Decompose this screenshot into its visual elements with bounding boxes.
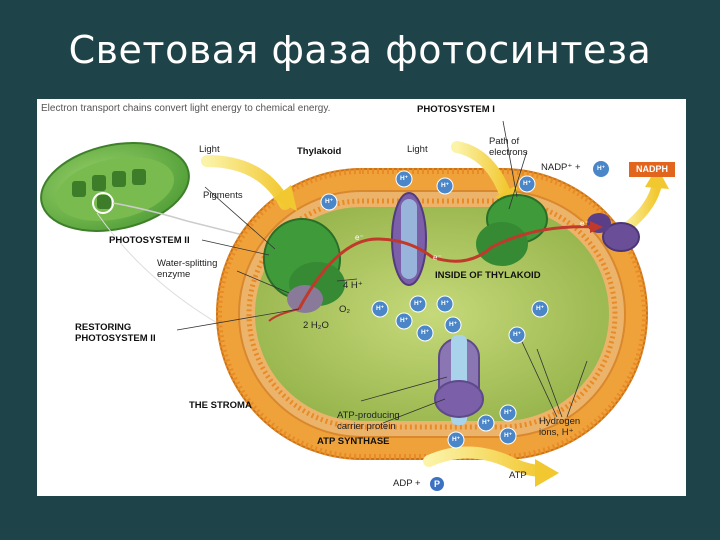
label-nadph: NADPH xyxy=(629,162,675,177)
figure-caption: Electron transport chains convert light … xyxy=(41,103,330,115)
label-restoring-photosystem-ii: RESTORING PHOTOSYSTEM II xyxy=(75,323,156,345)
label-photosystem-ii: PHOTOSYSTEM II xyxy=(109,236,190,247)
label-photosystem-i: PHOTOSYSTEM I xyxy=(417,105,495,116)
photosynthesis-diagram: H⁺ H⁺ H⁺ H⁺ H⁺ H⁺ H⁺ H⁺ H⁺ H⁺ H⁺ H⁺ H⁺ H… xyxy=(37,99,686,496)
label-hydrogen-ions: Hydrogen ions, H⁺ xyxy=(539,417,580,439)
electron-label: e⁻ xyxy=(355,233,364,242)
h-ion-label: H⁺ xyxy=(417,325,433,341)
electron-label: e⁻ xyxy=(580,219,589,228)
light-arrow-left xyxy=(207,161,297,211)
h-ion-label: H⁺ xyxy=(321,194,337,210)
atp-arrow xyxy=(429,453,559,488)
label-o2: O₂ xyxy=(339,305,350,316)
h-ion-label: H⁺ xyxy=(396,313,412,329)
label-inside-thylakoid: INSIDE OF THYLAKOID xyxy=(435,271,541,282)
label-atp-producing-carrier: ATP-producing carrier protein xyxy=(337,411,400,433)
label-atp-synthase: ATP SYNTHASE xyxy=(317,437,390,448)
h-ion-label: H⁺ xyxy=(500,405,516,421)
h-ion-label: H⁺ xyxy=(448,432,464,448)
label-nadp-h: H⁺ xyxy=(593,161,609,177)
label-light-right: Light xyxy=(407,145,428,156)
label-water-splitting-enzyme: Water-splitting enzyme xyxy=(157,259,217,281)
label-adp: ADP + xyxy=(393,479,421,490)
label-4h: 4 H⁺ xyxy=(343,281,363,292)
slide-title: Световая фаза фотосинтеза xyxy=(0,28,720,72)
h-ion-label: H⁺ xyxy=(500,428,516,444)
label-atp: ATP xyxy=(509,471,527,482)
label-the-stroma: THE STROMA xyxy=(189,401,252,412)
electron-label: e⁻ xyxy=(433,253,442,262)
h-ion-label: H⁺ xyxy=(478,415,494,431)
h-ion-label: H⁺ xyxy=(509,327,525,343)
h-ion-label: H⁺ xyxy=(445,317,461,333)
h-ion-label: H⁺ xyxy=(437,296,453,312)
label-pigments: Pigments xyxy=(203,191,243,202)
h-ion-label: H⁺ xyxy=(532,301,548,317)
h-ion-label: H⁺ xyxy=(437,178,453,194)
cytochrome-complex xyxy=(392,193,426,285)
h-ion-label: H⁺ xyxy=(372,301,388,317)
h-ion-label: H⁺ xyxy=(396,171,412,187)
label-nadp: NADP⁺ + xyxy=(541,163,581,174)
h-ion-label: H⁺ xyxy=(410,296,426,312)
label-2h2o: 2 H₂O xyxy=(303,321,329,332)
atp-synthase-complex xyxy=(435,335,483,425)
label-phosphate: P xyxy=(430,477,444,491)
label-light-left: Light xyxy=(199,145,220,156)
h-ion-label: H⁺ xyxy=(519,176,535,192)
label-path-of-electrons: Path of electrons xyxy=(489,137,528,159)
label-thylakoid: Thylakoid xyxy=(297,147,341,158)
